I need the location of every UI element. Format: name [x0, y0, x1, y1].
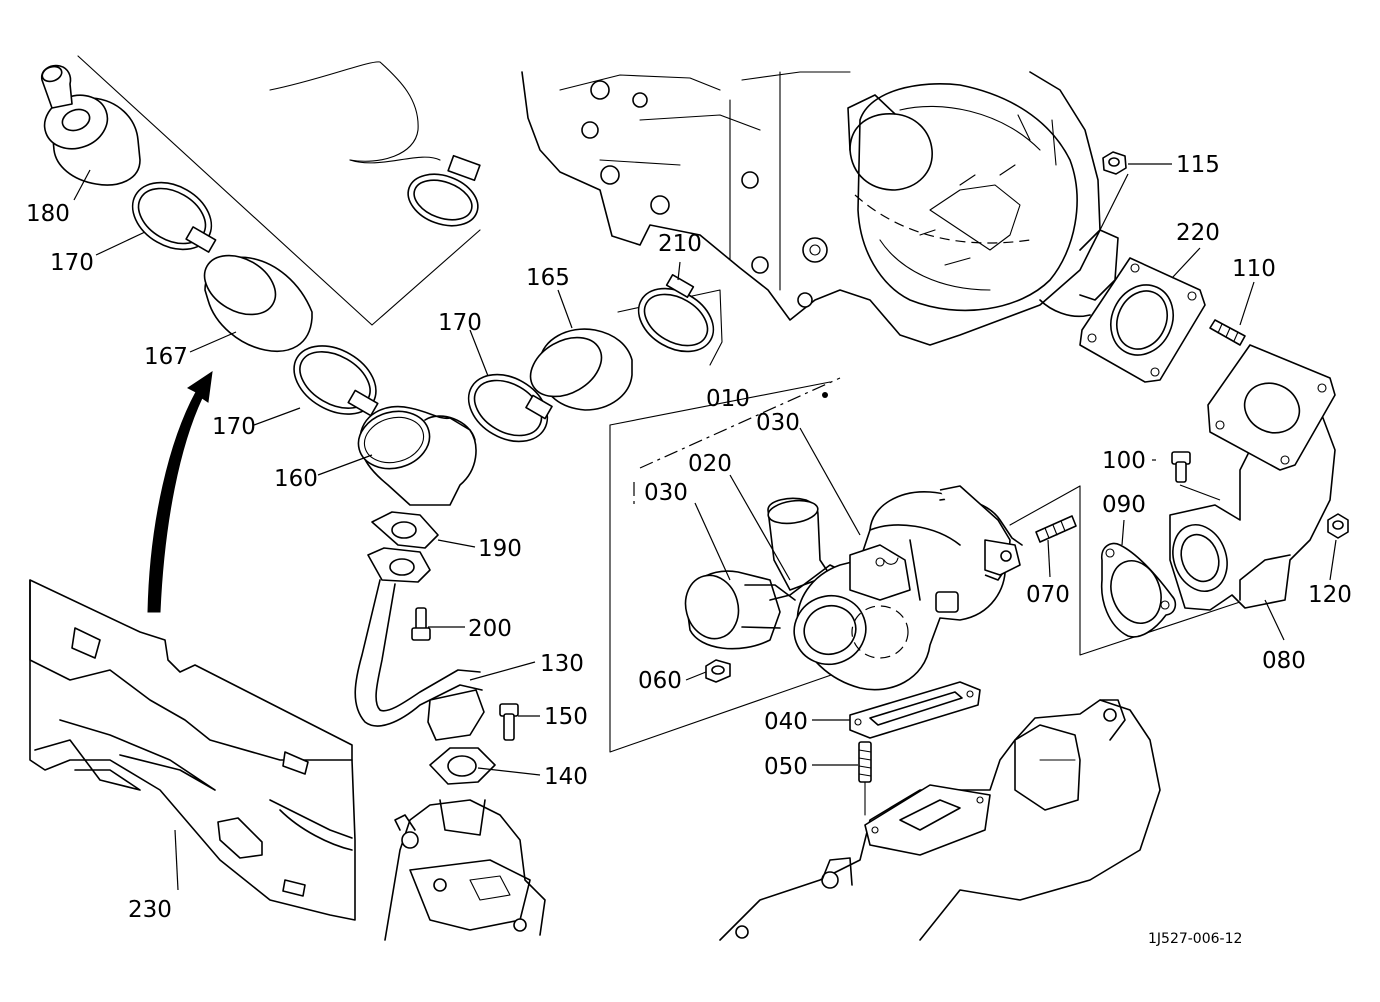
- drawing-code: 1J527-006-12: [1148, 931, 1242, 947]
- part-060-nut: [705, 659, 731, 683]
- callout-170-right: 170: [438, 310, 482, 336]
- part-110-stud: [1209, 319, 1246, 346]
- callout-100: 100: [1102, 448, 1146, 474]
- part-165-hose: [529, 328, 633, 411]
- part-170-clamp-mid: [293, 345, 379, 417]
- callout-165: 165: [526, 265, 570, 291]
- part-167-hose: [203, 254, 313, 352]
- callout-050: 050: [764, 754, 808, 780]
- lower-block-right: [719, 699, 1161, 941]
- callout-115: 115: [1176, 152, 1220, 178]
- callout-190: 190: [478, 536, 522, 562]
- lower-block-left: [384, 799, 546, 941]
- part-170-clamp-right: [467, 373, 553, 443]
- leader-lines: [73, 163, 1337, 891]
- callout-060: 060: [638, 668, 682, 694]
- part-190-gasket: [371, 511, 439, 549]
- callout-030-left: 030: [644, 480, 688, 506]
- callout-080: 080: [1262, 648, 1306, 674]
- callout-220: 220: [1176, 220, 1220, 246]
- callout-230: 230: [128, 897, 172, 923]
- callout-210: 210: [658, 231, 702, 257]
- callout-120: 120: [1308, 582, 1352, 608]
- callout-180: 180: [26, 201, 70, 227]
- part-200-bolt: [411, 607, 431, 641]
- callout-070: 070: [1026, 582, 1070, 608]
- turbo-assembly-box: [609, 377, 1241, 753]
- part-100-bolt: [1171, 451, 1191, 483]
- part-170-clamp-top: [131, 181, 217, 253]
- callout-160: 160: [274, 466, 318, 492]
- part-140-gasket: [429, 747, 496, 785]
- part-180-air-cleaner-cap: [40, 64, 141, 186]
- callout-040: 040: [764, 709, 808, 735]
- part-115-nut: [1102, 151, 1127, 175]
- part-150-bolt: [499, 703, 519, 741]
- part-070-stud: [1035, 515, 1077, 543]
- part-220-gasket: [1079, 257, 1206, 383]
- turbocharger-body: [793, 485, 1023, 691]
- part-120-nut: [1327, 513, 1349, 539]
- callout-170-mid: 170: [212, 414, 256, 440]
- callout-110: 110: [1232, 256, 1276, 282]
- callout-170-top: 170: [50, 250, 94, 276]
- assembly-arrow: [147, 370, 213, 613]
- engine-block: [521, 71, 1119, 346]
- part-230-heat-shield: [29, 579, 356, 921]
- callout-090: 090: [1102, 492, 1146, 518]
- callout-167: 167: [144, 344, 188, 370]
- part-040-gasket: [849, 681, 981, 739]
- part-030-outlet-pipe: [767, 497, 841, 601]
- part-050-stud: [858, 741, 872, 816]
- callout-030-top: 030: [756, 410, 800, 436]
- callout-010: 010: [706, 386, 750, 412]
- part-130-oil-pipe: [354, 547, 485, 741]
- callout-labels: 180 170 167 170 160 170 165 210 190 200 …: [26, 152, 1352, 947]
- callout-020: 020: [688, 451, 732, 477]
- part-080-exhaust-elbow: [1169, 344, 1336, 611]
- callout-150: 150: [544, 704, 588, 730]
- callout-140: 140: [544, 764, 588, 790]
- part-090-gasket: [1100, 542, 1177, 638]
- part-210-clamp: [637, 274, 715, 353]
- spare-clamp: [407, 154, 481, 227]
- part-030-actuator: [684, 570, 796, 650]
- part-160-elbow: [357, 405, 477, 506]
- callout-200: 200: [468, 616, 512, 642]
- callout-130: 130: [540, 651, 584, 677]
